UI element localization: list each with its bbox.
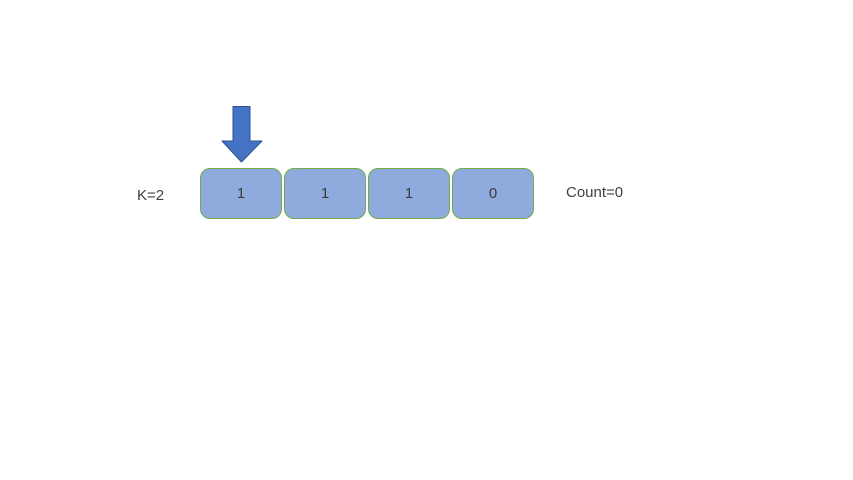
down-arrow-icon [221,106,263,163]
array-cell-2: 1 [368,168,450,219]
down-arrow-shape [221,106,263,163]
k-value-label: K=2 [137,187,165,204]
array-cell-3: 0 [452,168,534,219]
array-cell-1: 1 [284,168,366,219]
count-value-label: Count=0 [566,184,624,201]
array-cell-value: 1 [236,185,246,202]
array-cell-value: 0 [488,185,498,202]
array-cell-value: 1 [404,185,414,202]
array-cell-0: 1 [200,168,282,219]
array-cell-value: 1 [320,185,330,202]
